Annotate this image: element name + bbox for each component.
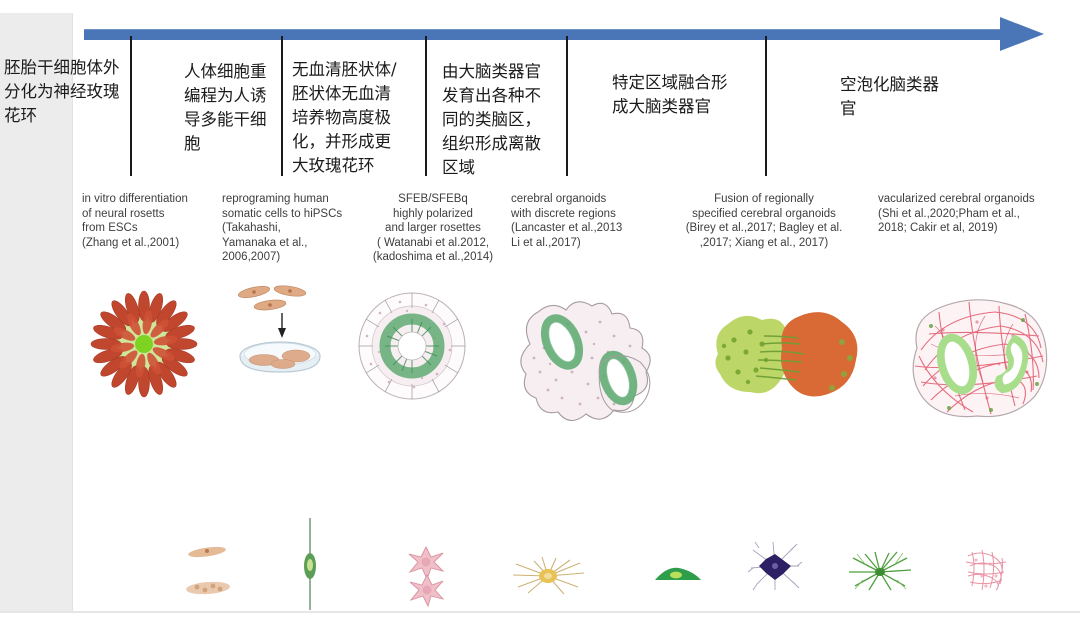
illustration-fused-organoids bbox=[700, 300, 870, 410]
cell-bipolar-neural-progenitor bbox=[300, 518, 320, 610]
illustration-vascularized-organoid bbox=[895, 286, 1060, 431]
stage-divider-4 bbox=[566, 36, 568, 176]
stage-5-cn-caption: 特定区域融合形 成大脑类器官 bbox=[612, 73, 728, 116]
cell-yellow-astrocyte bbox=[508, 555, 588, 597]
cell-purple-microglia bbox=[747, 538, 803, 594]
illustration-polarized-rosette-sphere bbox=[352, 286, 472, 406]
illustration-somatic-cells-to-dish bbox=[228, 280, 333, 385]
progress-arrow-head bbox=[1000, 17, 1044, 51]
stage-1-cn-caption: 胚胎干细胞体外 分化为神经玫瑰 花环 bbox=[4, 58, 120, 125]
stage-4-citation: cerebral organoids with discrete regions… bbox=[511, 193, 623, 249]
stage-3-cn-caption: 无血清胚状体/ 胚状体无血清 培养物高度极 化，并形成更 大玫瑰花环 bbox=[292, 60, 397, 175]
cell-pink-vascular-network bbox=[962, 546, 1010, 594]
illustration-cerebral-organoid-discrete-regions bbox=[500, 286, 675, 436]
cell-fibroblast-pale bbox=[186, 543, 228, 561]
cell-fibroblast-cluster bbox=[184, 578, 232, 598]
cell-green-flat-cell bbox=[653, 564, 703, 584]
stage-1-citation: in vitro differentiation of neural roset… bbox=[82, 193, 188, 249]
bottom-divider-rule bbox=[0, 611, 1080, 613]
cell-pink-stellate-neuron-lower bbox=[407, 572, 447, 608]
stage-2-cn-caption: 人体细胞重 编程为人诱 导多能干细 胞 bbox=[184, 62, 267, 153]
stage-2-citation: reprograming human somatic cells to hiPS… bbox=[222, 193, 343, 264]
stage-divider-2 bbox=[281, 36, 283, 176]
stage-divider-1 bbox=[130, 36, 132, 176]
stage-4-cn-caption: 由大脑类器官 发育出各种不 同的类脑区， 组织形成离散 区域 bbox=[442, 62, 541, 177]
left-gray-panel bbox=[0, 13, 72, 613]
stage-6-citation: vacularized cerebral organoids (Shi et a… bbox=[878, 193, 1035, 235]
cell-green-astrocyte bbox=[845, 548, 915, 592]
stage-3-citation: SFEB/SFEBq highly polarized and larger r… bbox=[372, 193, 494, 264]
left-panel-edge bbox=[72, 13, 73, 613]
stage-divider-5 bbox=[765, 36, 767, 176]
stage-6-cn-caption: 空泡化脑类器 官 bbox=[840, 75, 939, 118]
stage-5-citation: Fusion of regionally specified cerebral … bbox=[685, 193, 843, 249]
stage-divider-3 bbox=[425, 36, 427, 176]
illustration-neural-rosette bbox=[84, 284, 204, 404]
progress-arrow-shaft bbox=[84, 29, 1009, 40]
